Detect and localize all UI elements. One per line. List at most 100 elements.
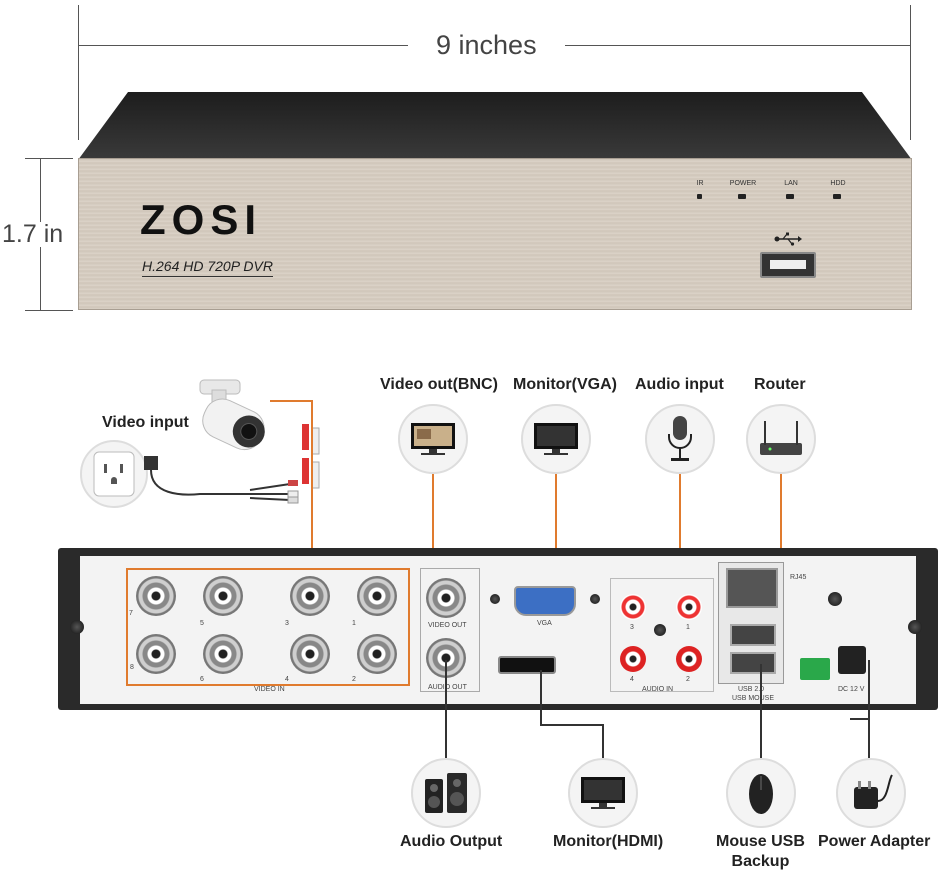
audio-in-number-4: 4	[630, 676, 634, 683]
audio-in-number-2: 2	[686, 676, 690, 683]
audio-in-port-2	[676, 646, 702, 672]
bnc-port-7	[136, 576, 176, 616]
audio-in-port-1	[676, 594, 702, 620]
bnc-port-6	[203, 634, 243, 674]
model-label: H.264 HD 720P DVR	[142, 258, 273, 277]
bnc-video-out-port	[426, 578, 466, 618]
port-number-7: 7	[129, 610, 133, 617]
bnc-port-5	[203, 576, 243, 616]
screw-icon	[908, 620, 922, 634]
caption-power-adapter: Power Adapter	[818, 833, 931, 850]
port-number-8: 8	[130, 664, 134, 671]
line-power-v	[868, 660, 870, 758]
line-power-h	[850, 718, 870, 720]
rj45-port	[726, 568, 778, 608]
video-in-group	[126, 568, 410, 686]
bnc-port-1	[357, 576, 397, 616]
ground-screw-icon	[654, 624, 666, 636]
caption-mouse-usb-line1: Mouse USB	[716, 833, 805, 850]
port-number-3: 3	[285, 620, 289, 627]
height-tick-bottom	[25, 310, 73, 311]
video-out-monitor-icon	[398, 404, 468, 474]
line-hdmi-v2	[602, 724, 604, 758]
line-router	[780, 474, 782, 590]
screw-icon	[590, 594, 600, 604]
rear-usb-port-2	[730, 652, 776, 674]
audio-in-number-3: 3	[630, 624, 634, 631]
caption-video-out-bnc: Video out(BNC)	[380, 376, 498, 393]
caption-audio-input: Audio input	[635, 376, 724, 393]
port-number-6: 6	[200, 676, 204, 683]
led-lan	[786, 194, 794, 199]
caption-video-input: Video input	[102, 414, 189, 431]
height-tick-top	[25, 158, 73, 159]
mouse-icon	[726, 758, 796, 828]
bnc-port-4	[290, 634, 330, 674]
speakers-icon	[411, 758, 481, 828]
rs485-terminal	[800, 658, 830, 680]
bnc-port-2	[357, 634, 397, 674]
power-splitter-cable-icon	[144, 456, 299, 504]
line-hdmi-v1	[540, 670, 542, 726]
caption-monitor-vga: Monitor(VGA)	[513, 376, 617, 393]
camera-icon	[199, 379, 265, 451]
width-tick-left	[78, 5, 79, 140]
led-label-lan: LAN	[784, 180, 798, 187]
width-tick-right	[910, 5, 911, 140]
audio-in-label: AUDIO IN	[642, 686, 674, 693]
hdmi-port	[498, 656, 556, 674]
port-number-5: 5	[200, 620, 204, 627]
video-in-label: VIDEO IN	[254, 686, 285, 693]
led-label-power: POWER	[729, 180, 757, 187]
audio-in-port-3	[620, 594, 646, 620]
led-ir	[697, 194, 702, 199]
ground-screw-icon	[828, 592, 842, 606]
caption-audio-output: Audio Output	[400, 833, 503, 850]
router-icon	[746, 404, 816, 474]
led-power	[738, 194, 746, 199]
led-label-hdd: HDD	[830, 180, 846, 187]
line-audio-output	[445, 660, 447, 758]
line-hdmi-h	[540, 724, 604, 726]
rear-usb-port-1	[730, 624, 776, 646]
bnc-port-3	[290, 576, 330, 616]
video-out-group	[420, 568, 480, 692]
vga-monitor-icon	[521, 404, 591, 474]
hdmi-monitor-icon	[568, 758, 638, 828]
screw-icon	[70, 620, 84, 634]
vga-port	[514, 586, 576, 616]
line-vga	[555, 474, 557, 586]
wall-outlet-icon	[80, 440, 148, 508]
rj45-label: RJ45	[790, 574, 807, 581]
vga-label: VGA	[537, 620, 552, 627]
usb-symbol-icon	[774, 232, 802, 246]
caption-monitor-hdmi: Monitor(HDMI)	[553, 833, 664, 850]
port-number-2: 2	[352, 676, 356, 683]
microphone-icon	[645, 404, 715, 474]
caption-router: Router	[754, 376, 806, 393]
width-label: 9 inches	[408, 32, 565, 59]
screw-icon	[490, 594, 500, 604]
audio-in-port-4	[620, 646, 646, 672]
line-video-input-top	[270, 400, 313, 402]
dc-label: DC 12 V	[838, 686, 865, 693]
caption-mouse-usb: Mouse USB Backup	[716, 832, 805, 872]
bnc-port-8	[136, 634, 176, 674]
led-hdd	[833, 194, 841, 199]
usb-label: USB 2.0	[738, 686, 765, 693]
video-out-label: VIDEO OUT	[428, 622, 467, 629]
front-usb-port	[760, 252, 816, 278]
audio-in-number-1: 1	[686, 624, 690, 631]
line-audio-input	[679, 474, 681, 592]
port-number-4: 4	[285, 676, 289, 683]
height-label: 1.7 in	[0, 220, 66, 248]
caption-mouse-usb-line2: Backup	[731, 853, 790, 870]
dvr-top-cover	[78, 92, 912, 160]
line-video-input	[311, 400, 313, 580]
brand-logo: ZOSI	[140, 196, 263, 243]
line-video-out	[432, 474, 434, 586]
led-label-ir: IR	[696, 180, 704, 187]
line-mouse-usb	[760, 664, 762, 758]
usb-mouse-label: USB MOUSE	[732, 695, 775, 702]
port-number-1: 1	[352, 620, 356, 627]
